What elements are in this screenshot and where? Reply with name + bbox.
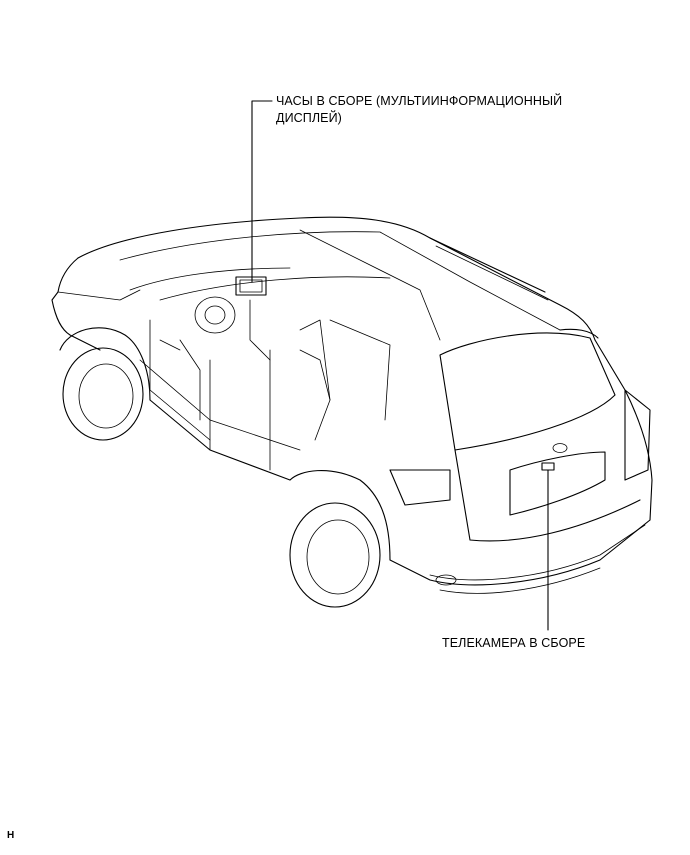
vehicle-body bbox=[51, 216, 653, 608]
clock-assembly-label-line2: ДИСПЛЕЙ) bbox=[276, 111, 342, 125]
clock-assembly-callout: ЧАСЫ В СБОРЕ (МУЛЬТИИНФОРМАЦИОННЫЙ ДИСПЛ… bbox=[276, 93, 562, 127]
camera-assembly-label: ТЕЛЕКАМЕРА В СБОРЕ bbox=[442, 636, 586, 650]
figure-code: H bbox=[7, 830, 15, 841]
camera-assembly-callout: ТЕЛЕКАМЕРА В СБОРЕ bbox=[442, 635, 585, 652]
clock-assembly-label-line1: ЧАСЫ В СБОРЕ (МУЛЬТИИНФОРМАЦИОННЫЙ bbox=[276, 94, 563, 108]
clock-leader-line bbox=[251, 100, 273, 283]
callout-leaders bbox=[251, 100, 549, 631]
